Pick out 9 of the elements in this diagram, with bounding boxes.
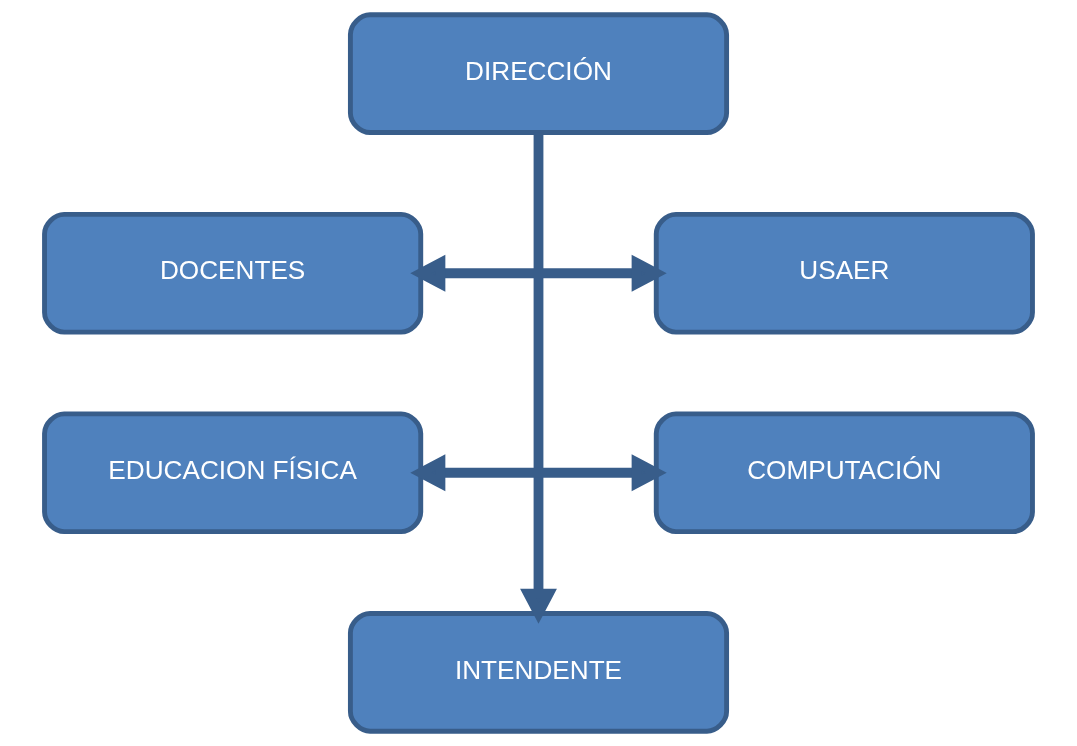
node-box: DOCENTES	[42, 211, 424, 335]
node-box: INTENDENTE	[347, 611, 730, 734]
node-box: USAER	[653, 211, 1035, 335]
arrow	[410, 454, 667, 492]
node-box: COMPUTACIÓN	[653, 411, 1035, 535]
node-box: DIRECCIÓN	[347, 12, 730, 135]
arrow	[520, 132, 557, 624]
node-box: EDUCACION FÍSICA	[42, 411, 424, 535]
arrow	[410, 254, 667, 292]
